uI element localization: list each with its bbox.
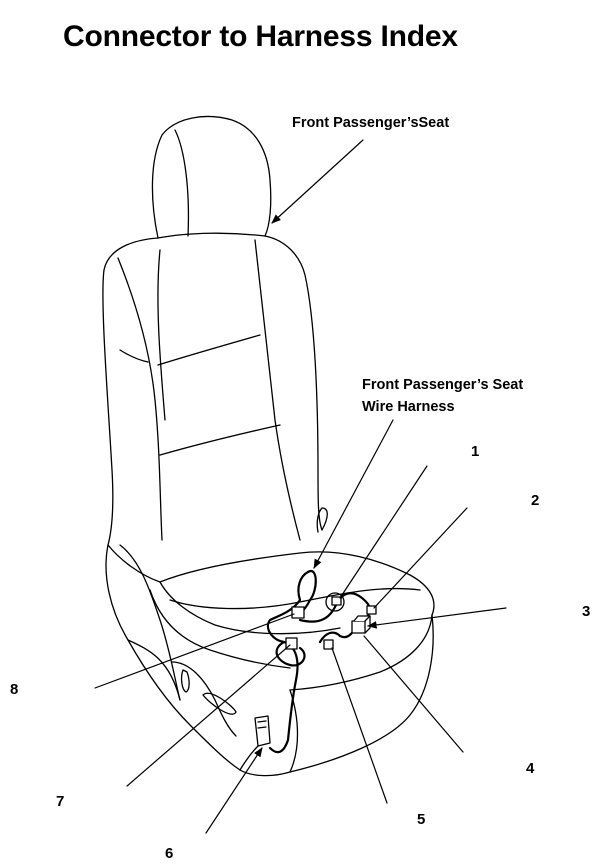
connector-3 [351,620,366,634]
seat-back [102,235,323,546]
connectors [285,592,377,650]
seat-cushion [107,507,435,777]
connector-5 [323,639,334,650]
connector-7 [285,637,298,650]
callout-5: 5 [417,811,426,828]
callout-8: 8 [10,681,19,698]
callout-1: 1 [471,443,480,460]
callout-6: 6 [165,845,174,862]
connector-8 [291,606,305,619]
callout-7: 7 [56,793,65,810]
leader-lines [94,139,507,834]
harness-label-line2: Wire Harness [362,399,455,415]
harness-label-line1: Front Passenger’s Seat [362,377,524,393]
callout-3: 3 [582,603,591,620]
connector-1 [331,596,342,606]
headrest [151,115,272,239]
connector-2 [366,605,377,615]
callout-4: 4 [526,760,535,777]
seat-label: Front Passenger’sSeat [292,115,450,131]
seat-side-panel [105,544,271,771]
page-title: Connector to Harness Index [63,20,458,53]
callout-2: 2 [531,492,540,509]
